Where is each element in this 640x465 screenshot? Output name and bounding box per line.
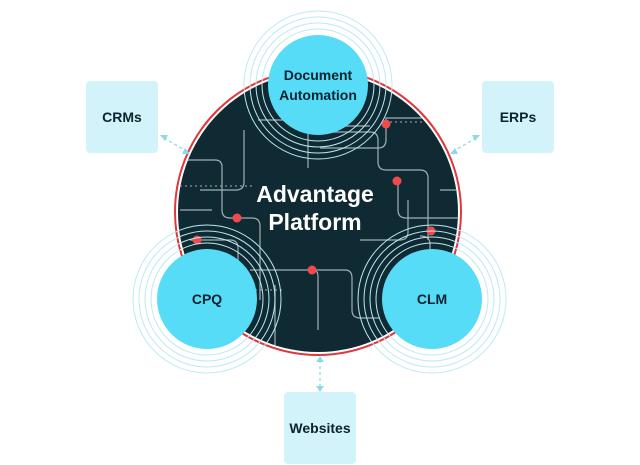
cpq-label: CPQ bbox=[191, 291, 223, 307]
document-automation-node: Document Automation bbox=[268, 35, 368, 135]
connector-arrowheads bbox=[160, 135, 480, 392]
document-automation-line2: Automation bbox=[279, 87, 357, 103]
platform-title-line1: Advantage bbox=[256, 181, 374, 207]
clm-label: CLM bbox=[416, 291, 448, 307]
crms-box: CRMs bbox=[86, 81, 158, 153]
clm-node: CLM bbox=[382, 249, 482, 349]
erps-box: ERPs bbox=[482, 81, 554, 153]
websites-box: Websites bbox=[284, 392, 356, 464]
integration-connectors bbox=[163, 137, 477, 388]
document-automation-line1: Document bbox=[283, 67, 353, 83]
websites-label: Websites bbox=[289, 420, 351, 436]
node-halos bbox=[132, 10, 507, 374]
crms-label: CRMs bbox=[102, 109, 142, 125]
erps-label: ERPs bbox=[499, 109, 537, 125]
platform-title-line2: Platform bbox=[268, 209, 362, 235]
platform-title: Advantage Platform bbox=[230, 180, 400, 236]
circuit-junction-dots bbox=[192, 119, 436, 275]
cpq-node: CPQ bbox=[157, 249, 257, 349]
